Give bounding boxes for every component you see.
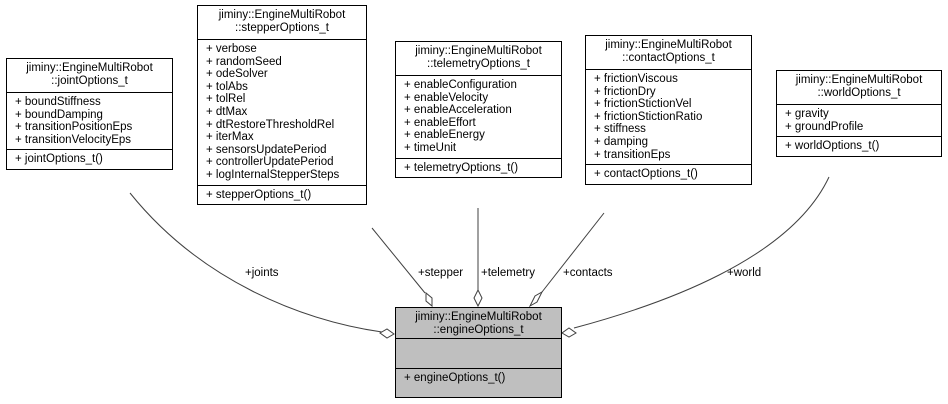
attribute: + randomSeed xyxy=(206,55,282,68)
method: + stepperOptions_t() xyxy=(206,188,312,201)
method: + worldOptions_t() xyxy=(785,140,880,153)
attributes-section: + verbose + randomSeed + odeSolver + tol… xyxy=(198,39,366,185)
class-title: jiminy::EngineMultiRobot ::engineOptions… xyxy=(396,308,561,338)
method: + jointOptions_t() xyxy=(15,153,103,166)
attribute: + verbose xyxy=(206,43,257,55)
edge-label-contacts: +contacts xyxy=(563,267,613,279)
title-namespace: jiminy::EngineMultiRobot xyxy=(26,62,153,74)
edge-contacts xyxy=(541,212,605,293)
class-title: jiminy::EngineMultiRobot ::worldOptions_… xyxy=(777,71,941,104)
edge-world xyxy=(573,176,830,329)
attribute: + frictionViscous xyxy=(594,73,678,85)
class-joint-options[interactable]: jiminy::EngineMultiRobot ::jointOptions_… xyxy=(6,58,173,170)
attributes-section: + enableConfiguration + enableVelocity +… xyxy=(396,75,561,158)
attribute: + boundDamping xyxy=(15,108,103,121)
attribute: + enableConfiguration xyxy=(404,79,517,91)
title-namespace: jiminy::EngineMultiRobot xyxy=(218,9,346,21)
methods-section: + telemetryOptions_t() xyxy=(396,157,561,178)
attribute: + enableEnergy xyxy=(404,129,485,142)
attribute: + odeSolver xyxy=(206,68,268,81)
edge-stepper xyxy=(371,227,426,294)
class-contact-options[interactable]: jiminy::EngineMultiRobot ::contactOption… xyxy=(585,35,752,185)
attribute: + damping xyxy=(594,135,649,148)
attribute: + frictionStictionRatio xyxy=(594,110,703,123)
diamond-telemetry xyxy=(473,288,483,308)
attribute: + sensorsUpdatePeriod xyxy=(206,143,327,156)
attribute: + transitionPositionEps xyxy=(15,121,133,134)
attributes-section: + gravity + groundProfile xyxy=(777,104,941,136)
attribute: + logInternalStepperSteps xyxy=(206,168,340,181)
diamond-contacts xyxy=(528,290,544,308)
title-namespace: jiminy::EngineMultiRobot xyxy=(605,39,732,51)
attributes-section xyxy=(396,338,561,368)
class-telemetry-options[interactable]: jiminy::EngineMultiRobot ::telemetryOpti… xyxy=(395,41,562,179)
diamond-world xyxy=(561,327,577,338)
attribute: + enableVelocity xyxy=(404,91,489,104)
attribute: + frictionDry xyxy=(594,85,656,98)
title-name: ::stepperOptions_t xyxy=(235,22,329,34)
class-title: jiminy::EngineMultiRobot ::contactOption… xyxy=(586,36,751,69)
attribute: + iterMax xyxy=(206,131,254,144)
attribute: + transitionEps xyxy=(594,148,671,161)
edge-joints xyxy=(129,192,383,333)
method: + engineOptions_t() xyxy=(404,372,506,384)
methods-section: + worldOptions_t() xyxy=(777,136,941,156)
methods-section: + contactOptions_t() xyxy=(586,164,751,184)
title-name: ::telemetryOptions_t xyxy=(427,58,530,70)
edge-label-telemetry: +telemetry xyxy=(481,267,536,279)
class-title: jiminy::EngineMultiRobot ::stepperOption… xyxy=(198,6,366,39)
title-namespace: jiminy::EngineMultiRobot xyxy=(415,45,542,57)
attributes-section: + frictionViscous + frictionDry + fricti… xyxy=(586,69,751,164)
diamond-stepper xyxy=(425,291,433,308)
diamond-joints xyxy=(379,328,395,339)
attribute: + tolAbs xyxy=(206,80,248,93)
class-stepper-options[interactable]: jiminy::EngineMultiRobot ::stepperOption… xyxy=(197,5,367,206)
attribute: + tolRel xyxy=(206,93,246,106)
attribute: + controllerUpdatePeriod xyxy=(206,156,334,169)
class-title: jiminy::EngineMultiRobot ::telemetryOpti… xyxy=(396,42,561,75)
attribute: + boundStiffness xyxy=(15,96,101,108)
attribute: + dtMax xyxy=(206,105,248,118)
title-namespace: jiminy::EngineMultiRobot xyxy=(415,311,542,323)
edge-label-world: +world xyxy=(727,267,762,279)
methods-section: + jointOptions_t() xyxy=(7,149,172,169)
methods-section: + stepperOptions_t() xyxy=(198,184,366,205)
attribute: + groundProfile xyxy=(785,120,864,133)
attribute: + enableEffort xyxy=(404,116,476,129)
attribute: + dtRestoreThresholdRel xyxy=(206,118,335,131)
edge-label-stepper: +stepper xyxy=(418,267,464,279)
attribute: + frictionStictionVel xyxy=(594,98,692,111)
title-namespace: jiminy::EngineMultiRobot xyxy=(795,74,923,86)
method: + contactOptions_t() xyxy=(594,168,698,181)
class-world-options[interactable]: jiminy::EngineMultiRobot ::worldOptions_… xyxy=(776,70,942,157)
class-title: jiminy::EngineMultiRobot ::jointOptions_… xyxy=(7,59,172,92)
attribute: + enableAcceleration xyxy=(404,104,512,117)
title-name: ::engineOptions_t xyxy=(433,324,524,336)
attribute: + transitionVelocityEps xyxy=(15,133,132,146)
attribute: + gravity xyxy=(785,108,829,120)
title-name: ::worldOptions_t xyxy=(817,87,901,99)
method: + telemetryOptions_t() xyxy=(404,161,519,174)
attribute: + stiffness xyxy=(594,123,646,136)
attribute: + timeUnit xyxy=(404,141,457,154)
attributes-section: + boundStiffness + boundDamping + transi… xyxy=(7,92,172,149)
class-engine-options[interactable]: jiminy::EngineMultiRobot ::engineOptions… xyxy=(395,307,562,398)
title-name: ::contactOptions_t xyxy=(622,52,715,64)
edge-label-joints: +joints xyxy=(245,267,279,279)
title-name: ::jointOptions_t xyxy=(51,75,128,87)
methods-section: + engineOptions_t() xyxy=(396,368,561,397)
